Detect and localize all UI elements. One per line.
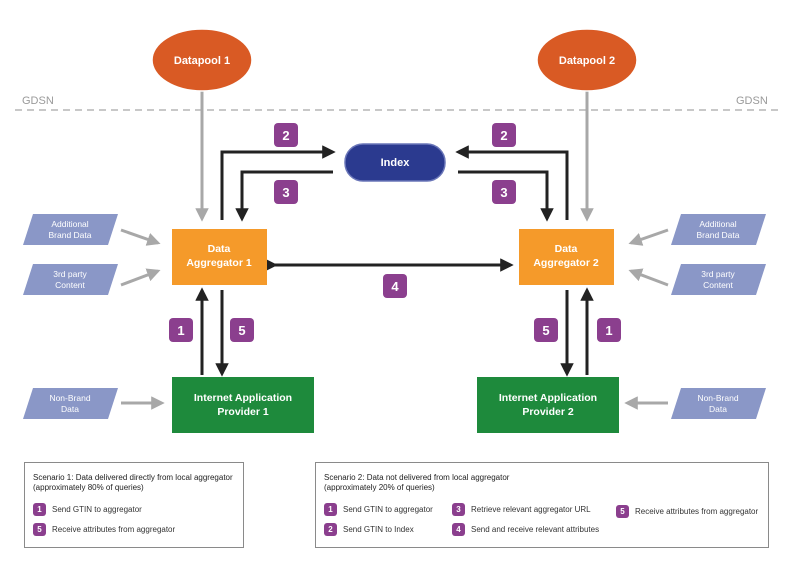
scenario-1-legend: Scenario 1: Data delivered directly from… [24,462,244,548]
input-left-brand-line1: Additional [51,219,88,229]
input-right-3rd-line2: Content [703,280,733,290]
arrow-left-brand-to-aggregator1 [120,228,161,246]
step-badge: 2 [324,523,337,536]
step-badge: 3 [452,503,465,516]
datapool-1: Datapool 1 [151,28,253,92]
scenario-2-item: 4 Send and receive relevant attributes [452,523,599,536]
provider-2-line2: Provider 2 [522,406,574,418]
scenario-2-item-text: Send GTIN to aggregator [343,505,433,514]
svg-text:5: 5 [238,323,245,338]
input-right-3rd-line1: 3rd party [701,269,735,279]
provider-2-line1: Internet Application [499,392,597,404]
arrow-right-brand-to-aggregator2 [628,228,669,246]
gdsn-label-right: GDSN [736,95,768,107]
scenario-1-item-text: Send GTIN to aggregator [52,505,142,514]
input-left-3rd-party-content: 3rd party Content [23,264,118,295]
input-left-non-brand-data: Non-Brand Data [23,388,118,419]
scenario-1-title: Scenario 1: Data delivered directly from… [33,473,243,493]
arrow-aggregator1-to-index [220,145,336,220]
scenario-2-item: 3 Retrieve relevant aggregator URL [452,503,591,516]
step-badge: 1 [33,503,46,516]
badge-left-5: 5 [230,318,254,342]
input-right-nonbrand-line2: Data [709,404,727,414]
arrow-index-to-aggregator1 [235,170,333,222]
provider-1: Internet Application Provider 1 [172,377,314,433]
input-right-non-brand-data: Non-Brand Data [671,388,766,419]
svg-text:4: 4 [391,279,399,294]
input-left-nonbrand-line1: Non-Brand [49,393,90,403]
badge-left-top-2: 2 [274,123,298,147]
step-badge: 1 [324,503,337,516]
scenario-2-item: 5 Receive attributes from aggregator [616,505,758,518]
scenario-2-title-line2: (approximately 20% of queries) [324,483,435,492]
badge-right-top-3: 3 [492,180,516,204]
badge-right-5: 5 [534,318,558,342]
datapool-2-label: Datapool 2 [559,55,615,67]
datapool-1-label: Datapool 1 [174,55,230,67]
svg-text:3: 3 [500,185,507,200]
aggregator-2: Data Aggregator 2 [519,229,614,285]
input-left-nonbrand-line2: Data [61,404,79,414]
aggregator-2-line2: Aggregator 2 [533,257,599,269]
input-left-additional-brand-data: Additional Brand Data [23,214,118,245]
svg-text:1: 1 [605,323,612,338]
scenario-1-title-line1: Scenario 1: Data delivered directly from… [33,473,233,482]
scenario-2-item: 2 Send GTIN to Index [324,523,414,536]
scenario-1-item: 1 Send GTIN to aggregator [33,503,142,516]
input-right-additional-brand-data: Additional Brand Data [671,214,766,245]
provider-2: Internet Application Provider 2 [477,377,619,433]
input-right-brand-line2: Brand Data [697,230,740,240]
scenario-2-title-line1: Scenario 2: Data not delivered from loca… [324,473,510,482]
provider-1-line2: Provider 1 [217,406,269,418]
input-right-nonbrand-line1: Non-Brand [697,393,738,403]
scenario-1-item-text: Receive attributes from aggregator [52,525,176,534]
svg-text:3: 3 [282,185,289,200]
scenario-2-item: 1 Send GTIN to aggregator [324,503,433,516]
input-right-3rd-party-content: 3rd party Content [671,264,766,295]
scenario-2-title: Scenario 2: Data not delivered from loca… [324,473,624,493]
gdsn-label-left: GDSN [22,95,54,107]
scenario-1-item: 5 Receive attributes from aggregator [33,523,175,536]
arrow-aggregator2-to-index [455,145,569,220]
input-left-3rd-line1: 3rd party [53,269,87,279]
datapool-2: Datapool 2 [536,28,638,92]
aggregator-2-line1: Data [555,243,578,255]
badge-left-1: 1 [169,318,193,342]
index-label: Index [381,157,411,169]
index-node: Index [344,143,446,182]
svg-text:5: 5 [542,323,549,338]
input-left-3rd-line2: Content [55,280,85,290]
scenario-2-item-text: Send and receive relevant attributes [471,525,600,534]
input-right-brand-line1: Additional [699,219,736,229]
svg-text:1: 1 [177,323,184,338]
svg-text:2: 2 [500,128,507,143]
arrow-left-3rd-to-aggregator1 [120,268,161,287]
badge-center-4: 4 [383,274,407,298]
scenario-2-item-text: Retrieve relevant aggregator URL [471,505,591,514]
svg-text:2: 2 [282,128,289,143]
badge-right-1: 1 [597,318,621,342]
scenario-2-legend: Scenario 2: Data not delivered from loca… [315,462,769,548]
aggregator-1-line2: Aggregator 1 [186,257,252,269]
arrow-right-3rd-to-aggregator2 [628,268,669,287]
badge-left-top-3: 3 [274,180,298,204]
step-badge: 4 [452,523,465,536]
scenario-2-item-text: Send GTIN to Index [343,525,414,534]
aggregator-1: Data Aggregator 1 [172,229,267,285]
step-badge: 5 [33,523,46,536]
step-badge: 5 [616,505,629,518]
scenario-1-title-line2: (approximately 80% of queries) [33,483,144,492]
provider-1-line1: Internet Application [194,392,292,404]
arrow-index-to-aggregator2 [458,170,554,222]
input-left-brand-line2: Brand Data [49,230,92,240]
badge-right-top-2: 2 [492,123,516,147]
aggregator-1-line1: Data [208,243,231,255]
scenario-2-item-text: Receive attributes from aggregator [635,507,759,516]
